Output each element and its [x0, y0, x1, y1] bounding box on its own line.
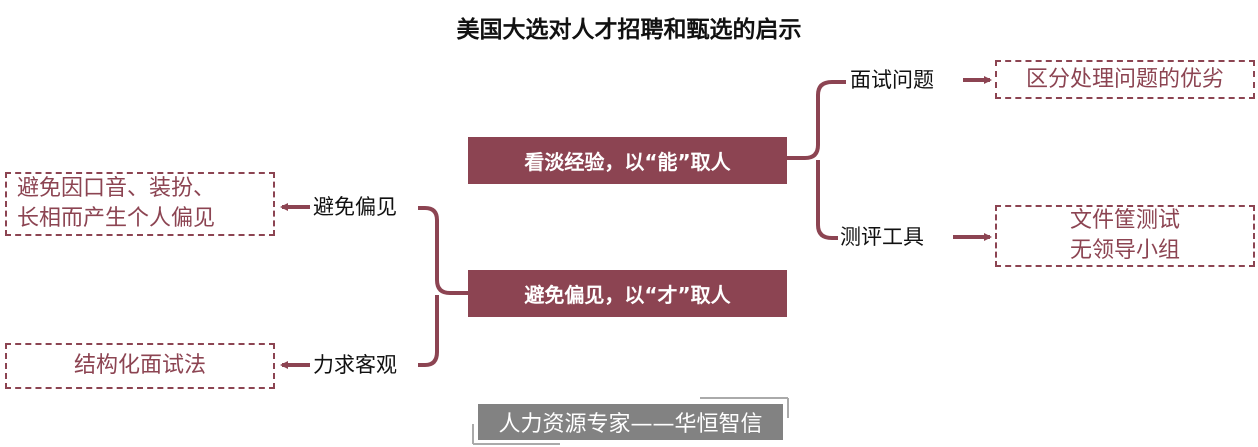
- detail-text: 避免因口音、装扮、: [17, 176, 216, 201]
- page-title: 美国大选对人才招聘和甄选的启示: [456, 17, 802, 43]
- detail-box: 结构化面试法: [5, 343, 275, 389]
- label-interview-questions: 面试问题: [850, 68, 934, 92]
- detail-text: 结构化面试法: [73, 353, 206, 378]
- detail-text: 长相而产生个人偏见: [17, 206, 216, 231]
- left-brace: [418, 206, 468, 367]
- footer-brand: 人力资源专家——华恒智信: [478, 404, 783, 440]
- right-brace: [787, 80, 846, 240]
- detail-text: 无领导小组: [1069, 238, 1180, 263]
- label-avoid-bias: 避免偏见: [313, 195, 397, 219]
- detail-box: 区分处理问题的优劣: [995, 60, 1255, 99]
- detail-box: 文件筐测试 无领导小组: [995, 205, 1255, 267]
- detail-text: 文件筐测试: [1069, 208, 1180, 233]
- detail-text: 区分处理问题的优劣: [1025, 66, 1224, 92]
- label-assessment-tools: 测评工具: [840, 225, 924, 249]
- footer-frame: [472, 397, 789, 445]
- main-node-bias: 避免偏见，以“才”取人: [468, 270, 787, 317]
- label-objective: 力求客观: [313, 353, 397, 377]
- detail-box: 避免因口音、装扮、 长相而产生个人偏见: [5, 172, 275, 236]
- main-node-experience: 看淡经验，以“能”取人: [468, 137, 787, 184]
